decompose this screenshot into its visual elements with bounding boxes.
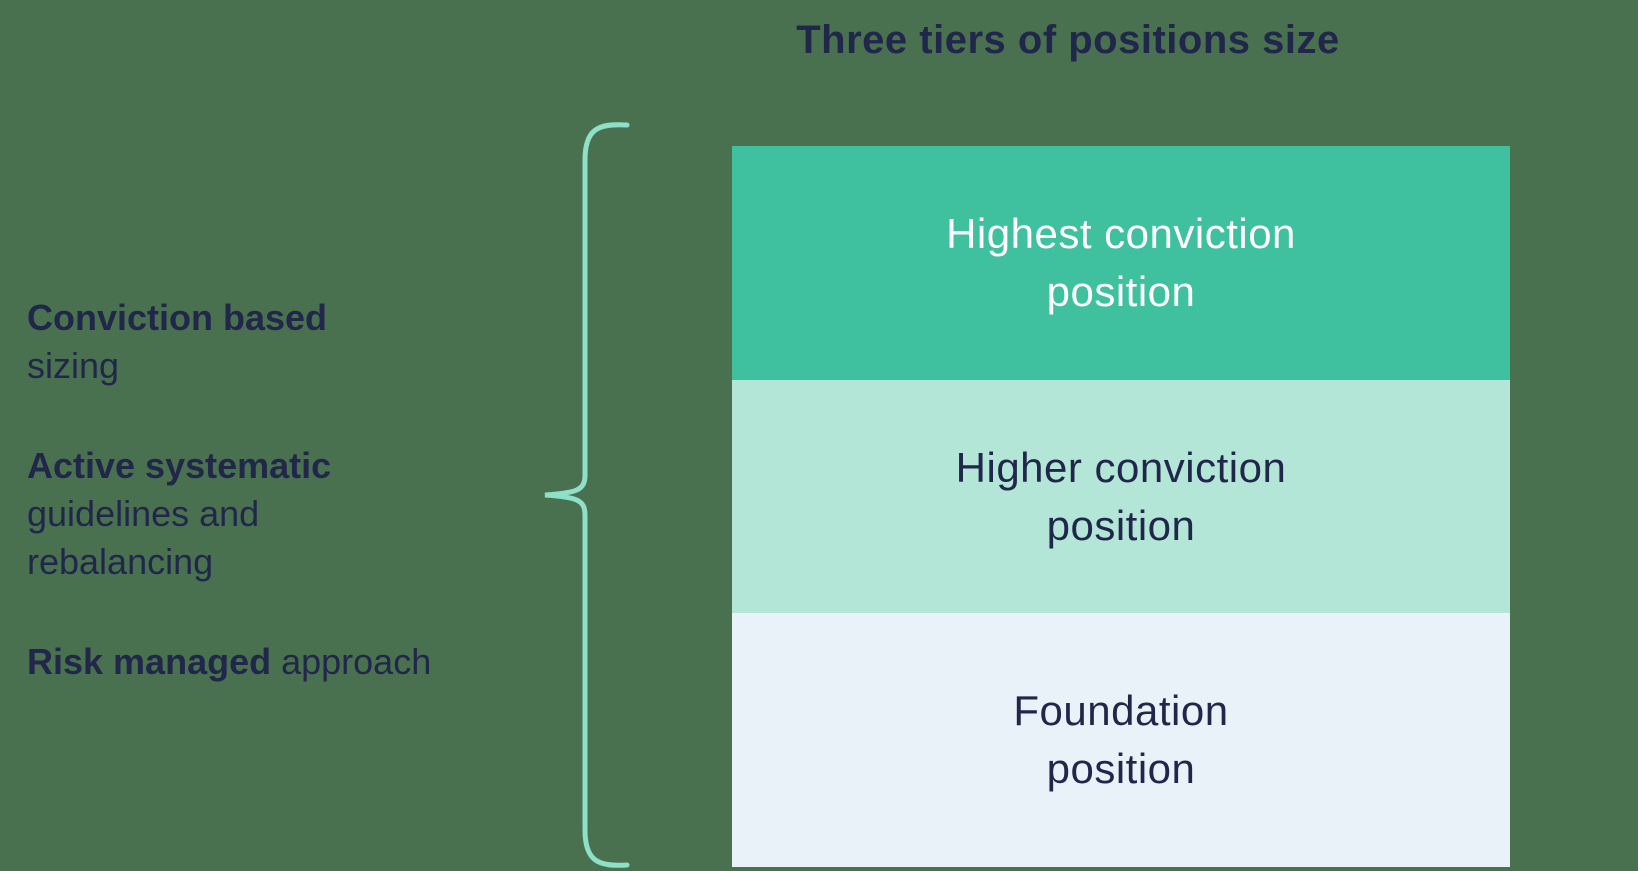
curly-brace-icon [544, 122, 630, 868]
tier-higher-line2: position [1046, 501, 1196, 549]
note-active-systematic: Active systematic guidelines and rebalanci… [27, 442, 567, 586]
tier-stack: Highest conviction position Higher convi… [732, 146, 1510, 867]
tier-foundation: Foundation position [732, 613, 1510, 867]
tier-highest-line1: Highest conviction [946, 210, 1296, 258]
tier-highest-line2: position [1046, 268, 1196, 315]
tier-foundation-line1: Foundation [1013, 687, 1229, 735]
tier-highest-conviction: Highest conviction position [732, 146, 1510, 380]
note-active-rest-1: guidelines and [27, 493, 260, 534]
tier-higher-conviction: Higher conviction position [732, 380, 1510, 613]
note-active-bold: Active systematic [27, 445, 332, 486]
page-title: Three tiers of positions size [796, 18, 1340, 62]
tier-higher-line1: Higher conviction [955, 443, 1287, 491]
left-notes: Conviction based sizing Active systematic… [27, 294, 567, 686]
note-risk-managed: Risk managed approach [27, 638, 567, 686]
tier-foundation-line2: position [1046, 745, 1196, 792]
note-risk-rest: approach [271, 641, 432, 682]
note-risk-bold: Risk managed [27, 641, 272, 682]
note-active-rest-2: rebalancing [27, 541, 214, 582]
note-conviction-bold: Conviction based [27, 297, 328, 338]
note-conviction-sizing: Conviction based sizing [27, 294, 567, 390]
note-conviction-rest: sizing [27, 345, 120, 386]
